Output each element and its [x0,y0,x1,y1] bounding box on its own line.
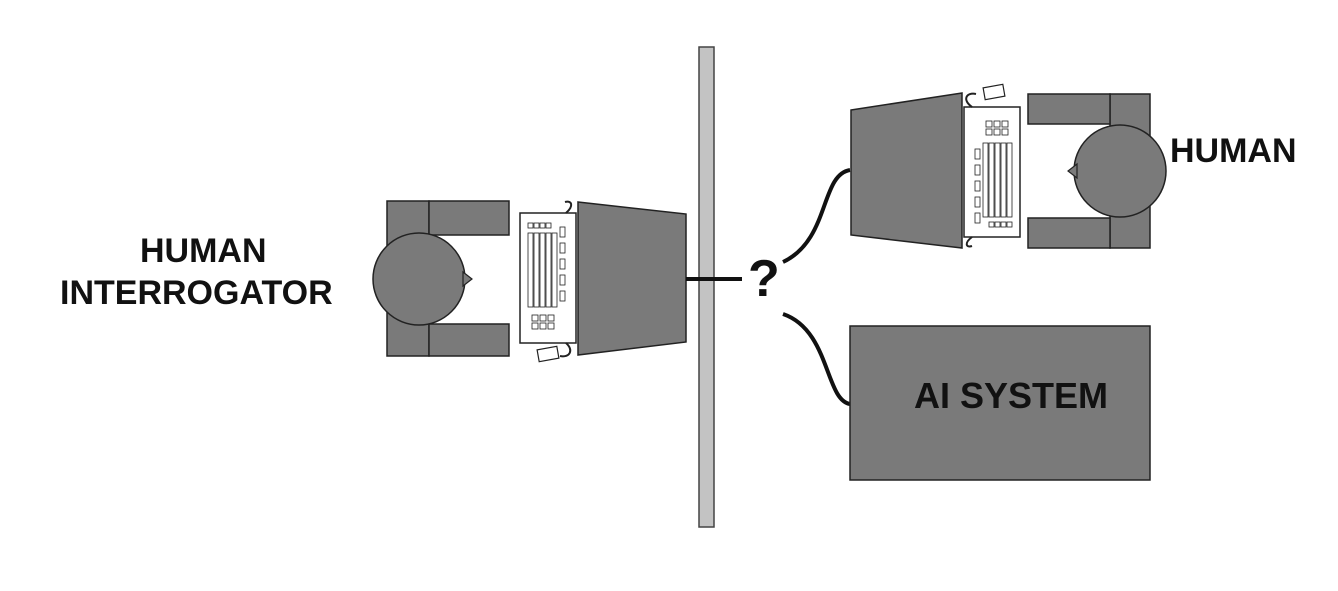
interrogator-label-line2: INTERROGATOR [60,274,333,312]
interrogator-head [372,232,473,326]
dividing-wall [698,46,715,528]
ai-system-box [849,325,1151,481]
human-label: HUMAN [1170,132,1297,170]
human-station [850,83,1167,249]
interrogator-label-line1: HUMAN [140,232,267,270]
cable-to-human [782,168,851,264]
interrogator-keyboard [519,200,577,363]
human-keyboard [963,83,1021,248]
interrogator-monitor [577,201,687,356]
human-monitor [850,92,963,249]
ai-system-label: AI SYSTEM [914,375,1109,416]
human-head [1067,124,1167,218]
cable-to-ai [782,312,851,406]
interrogator-station [372,200,742,363]
question-mark: ? [748,250,780,308]
